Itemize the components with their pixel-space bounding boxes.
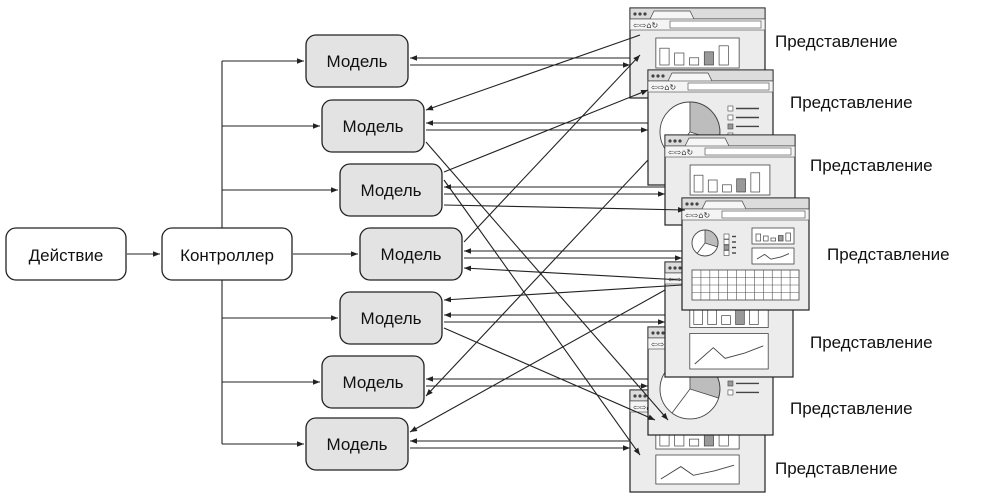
view-label: Представление — [775, 459, 898, 478]
model-node: Модель — [305, 34, 409, 88]
views-layer: ⇦⇨⌂↻⇦⇨⌂↻⇦⇨⌂↻⇦⇨⌂↻⇦⇨⌂↻⇦⇨⌂↻⇦⇨⌂↻ — [629, 7, 810, 493]
model-node: Модель — [321, 355, 425, 409]
model-node: Модель — [339, 291, 443, 345]
window-controls — [668, 266, 682, 270]
svg-text:⇦⇨⌂↻: ⇦⇨⌂↻ — [633, 21, 658, 30]
model-label: Модель — [326, 435, 387, 454]
model-view-arrow — [443, 89, 649, 173]
model-node: Модель — [359, 227, 463, 281]
pie-chart — [691, 229, 719, 257]
svg-text:⇦⇨⌂↻: ⇦⇨⌂↻ — [668, 148, 693, 157]
action-label: Действие — [29, 246, 104, 265]
view-label: Представление — [790, 93, 913, 112]
data-grid — [691, 269, 800, 301]
model-view-arrow — [463, 265, 683, 281]
window-controls — [633, 12, 647, 16]
model-view-arrow — [443, 284, 683, 303]
window-controls — [633, 394, 647, 398]
window-controls — [668, 139, 682, 143]
model-view-arrow — [409, 289, 666, 433]
model-label: Модель — [326, 52, 387, 71]
model-node: Модель — [305, 417, 409, 471]
model-view-arrow — [425, 159, 649, 397]
model-view-arrow — [443, 327, 656, 421]
browser-nav-bar: ⇦⇨⌂↻ — [629, 18, 766, 31]
browser-tab — [667, 72, 713, 82]
svg-text:⇦⇨⌂↻: ⇦⇨⌂↻ — [651, 83, 676, 92]
controller-connectors — [127, 58, 358, 447]
view-label: Представление — [810, 333, 933, 352]
line-chart — [655, 454, 740, 485]
bar-chart — [689, 164, 771, 196]
legend-list — [723, 233, 736, 256]
bar-chart — [655, 37, 740, 69]
model-node: Модель — [321, 99, 425, 153]
model-view-arrow — [463, 54, 641, 243]
window-controls — [651, 331, 665, 335]
controller-node: Контроллер — [161, 227, 293, 281]
browser-tab — [701, 200, 747, 210]
model-view-arrow — [443, 179, 641, 456]
browser-tab — [684, 137, 730, 147]
view-label: Представление — [827, 245, 950, 264]
line-chart — [689, 333, 769, 370]
browser-nav-bar: ⇦⇨⌂↻ — [647, 80, 774, 93]
controller-label: Контроллер — [180, 246, 274, 265]
browser-nav-bar: ⇦⇨⌂↻ — [664, 145, 796, 158]
window-controls — [651, 74, 665, 78]
line-chart — [751, 247, 795, 265]
action-node: Действие — [5, 227, 127, 281]
view-label: Представление — [810, 156, 933, 175]
view-label: Представление — [790, 399, 913, 418]
view-window: ⇦⇨⌂↻ — [681, 197, 810, 311]
model-label: Модель — [342, 117, 403, 136]
bar-chart — [751, 227, 795, 245]
model-label: Модель — [342, 373, 403, 392]
svg-text:⇦⇨⌂↻: ⇦⇨⌂↻ — [633, 403, 658, 412]
model-label: Модель — [380, 245, 441, 264]
svg-text:⇦⇨⌂↻: ⇦⇨⌂↻ — [685, 211, 710, 220]
model-label: Модель — [360, 181, 421, 200]
view-label: Представление — [775, 32, 898, 51]
view-labels: Представление Представление Представлени… — [775, 32, 950, 478]
window-controls — [685, 202, 699, 206]
svg-text:⇦⇨⌂↻: ⇦⇨⌂↻ — [651, 340, 676, 349]
model-view-arrow — [425, 34, 641, 111]
model-label: Модель — [360, 309, 421, 328]
model-view-arrow — [443, 204, 686, 213]
model-view-links — [409, 34, 686, 456]
browser-nav-bar: ⇦⇨⌂↻ — [681, 208, 810, 221]
browser-tab — [649, 10, 695, 20]
model-node: Модель — [339, 163, 443, 217]
model-view-arrow — [425, 141, 669, 421]
